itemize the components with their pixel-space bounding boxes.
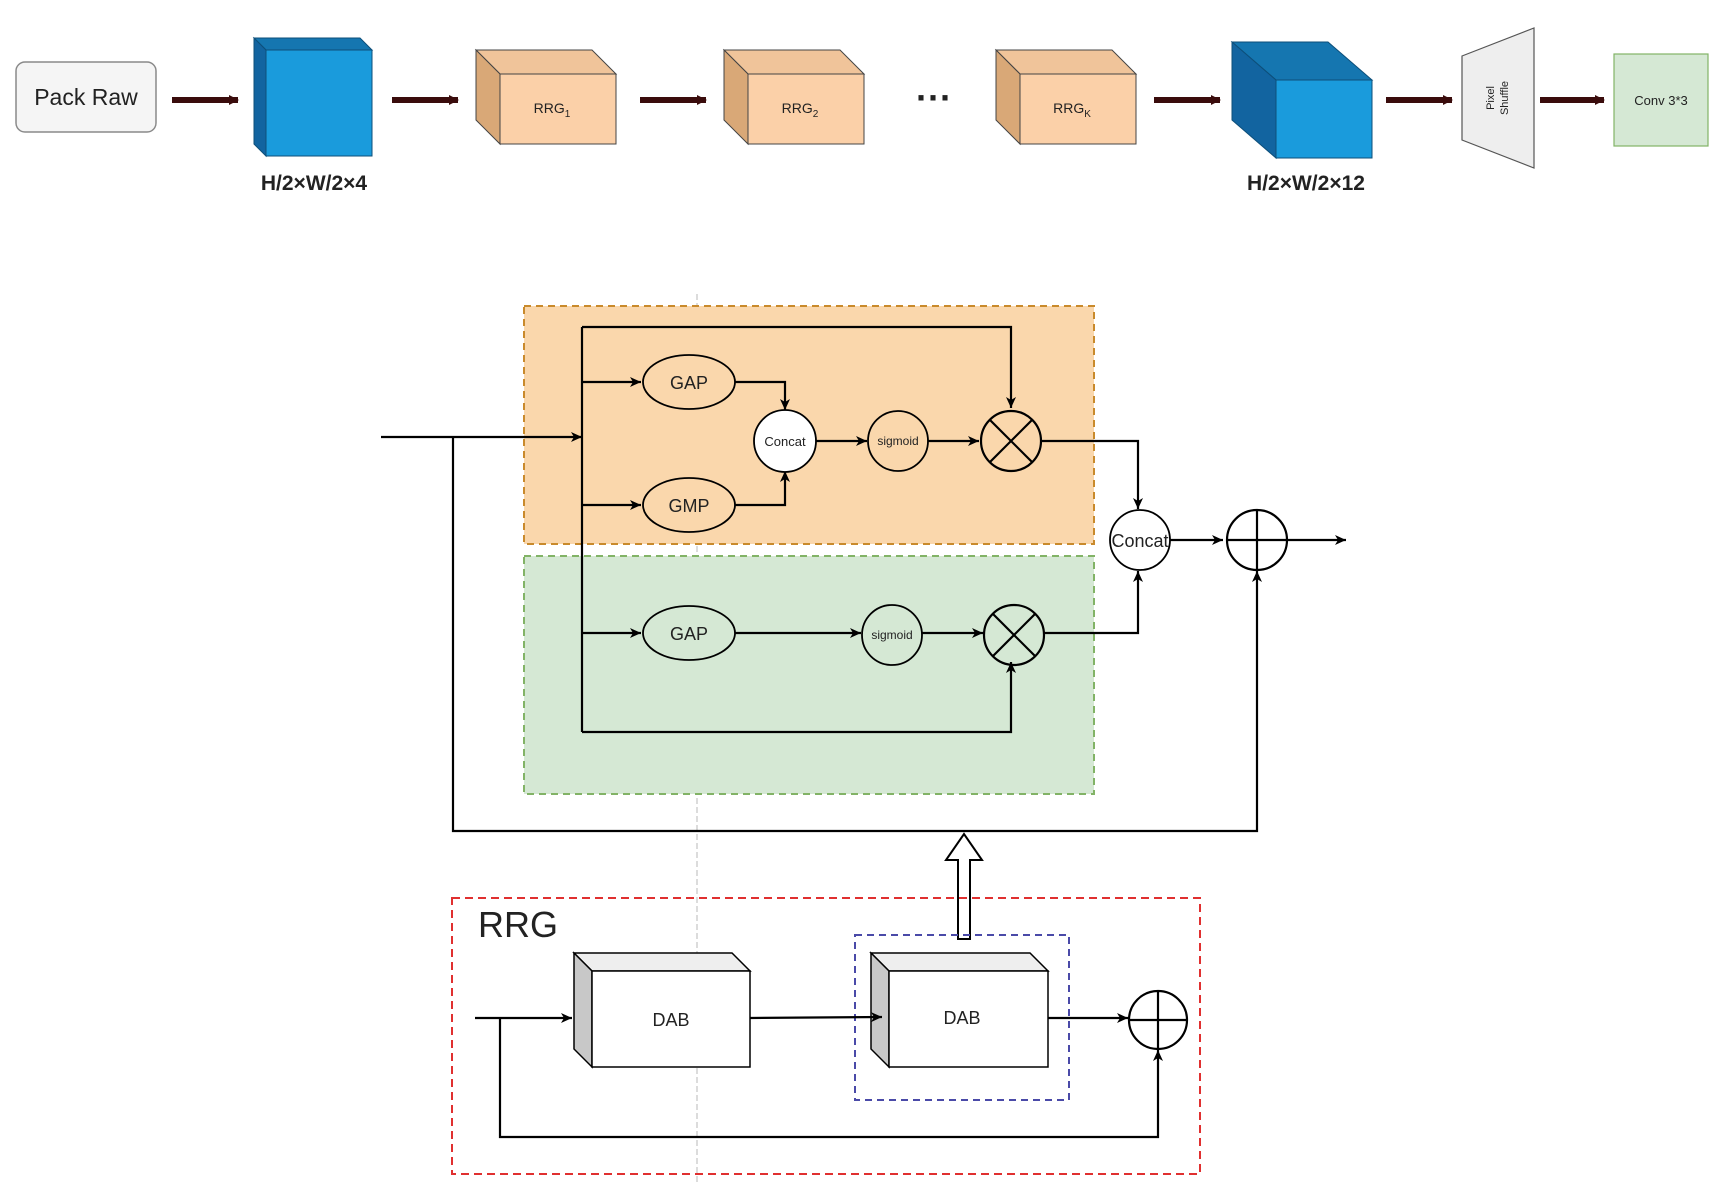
sigmoid-top-label: sigmoid	[877, 434, 918, 448]
dab2-label: DAB	[943, 1008, 980, 1028]
multiply-top-to-outer-concat	[1040, 439, 1143, 509]
outer-concat-node: Concat	[1109, 509, 1171, 571]
gmp-label: GMP	[668, 496, 709, 516]
top-bypass-path	[582, 325, 1016, 408]
dab1-to-dab2	[749, 1012, 883, 1023]
rrg2-block: RRG2	[722, 48, 866, 146]
pipeline: Pack Raw H/2×W/2×4 RRG1 RRG2 ···	[15, 27, 1709, 195]
rrgk-subscript: K	[1084, 109, 1091, 120]
rrgk-block: RRGK	[994, 48, 1138, 146]
rrg-detail-block: RRG DAB DAB	[451, 897, 1201, 1175]
conv-block: Conv 3*3	[1613, 53, 1709, 147]
gap-bottom-label: GAP	[670, 624, 708, 644]
pixel-shuffle-line2: Shuffle	[1499, 81, 1511, 115]
bottom-bypass-path	[582, 662, 1016, 734]
rrg1-subscript: 1	[565, 109, 571, 120]
inner-concat-node: Concat	[753, 409, 817, 473]
hollow-up-arrow	[944, 832, 984, 940]
gap-node-top: GAP	[642, 354, 736, 410]
sigmoid-node-top: sigmoid	[867, 410, 929, 472]
svg-text:RRG2: RRG2	[782, 100, 819, 120]
outer-concat-label: Concat	[1111, 531, 1168, 551]
rrg-residual-path	[498, 1018, 1163, 1139]
svg-text:RRG1: RRG1	[534, 100, 571, 120]
gmp-to-concat	[735, 471, 790, 507]
rrg1-block: RRG1	[474, 48, 618, 146]
multiply-bottom-to-outer-concat	[1044, 571, 1143, 635]
pixel-shuffle-line1: Pixel	[1485, 86, 1497, 110]
output-feature-cube	[1230, 40, 1374, 160]
dab2-block: DAB	[869, 951, 1050, 1069]
inner-concat-label: Concat	[764, 434, 806, 449]
multiply-node-top	[979, 409, 1043, 473]
rrgk-label: RRG	[1053, 100, 1084, 116]
pack-raw-box: Pack Raw	[15, 61, 157, 133]
rrg-region	[451, 897, 1201, 1175]
rrg2-label: RRG	[782, 100, 813, 116]
rrg2-subscript: 2	[813, 109, 819, 120]
sigmoid-node-bottom: sigmoid	[861, 604, 923, 666]
rrg-title: RRG	[478, 904, 558, 945]
multiply-node-bottom	[982, 603, 1046, 667]
add-node-rrg	[1127, 989, 1189, 1051]
ellipsis: ···	[916, 77, 952, 118]
dab1-label: DAB	[652, 1010, 689, 1030]
gap-to-concat	[735, 380, 790, 410]
dab1-block: DAB	[572, 951, 752, 1069]
attention-module: GAP GMP Concat sigmoid GAP sigmoid	[381, 294, 1346, 1184]
rrg1-label: RRG	[534, 100, 565, 116]
gmp-node: GMP	[642, 477, 736, 533]
input-feature-cube	[252, 36, 374, 158]
residual-path	[451, 437, 1262, 833]
spatial-attention-region	[523, 555, 1095, 795]
add-node-attention	[1225, 508, 1289, 572]
input-dims-label: H/2×W/2×4	[261, 172, 368, 195]
gap-top-label: GAP	[670, 373, 708, 393]
output-dims-label: H/2×W/2×12	[1247, 172, 1365, 195]
pack-raw-label: Pack Raw	[34, 84, 138, 110]
pixel-shuffle-block: Pixel Shuffle	[1461, 27, 1535, 169]
svg-text:RRGK: RRGK	[1053, 100, 1091, 120]
sigmoid-bottom-label: sigmoid	[871, 628, 912, 642]
gap-node-bottom: GAP	[642, 605, 736, 661]
conv-label: Conv 3*3	[1634, 93, 1687, 108]
